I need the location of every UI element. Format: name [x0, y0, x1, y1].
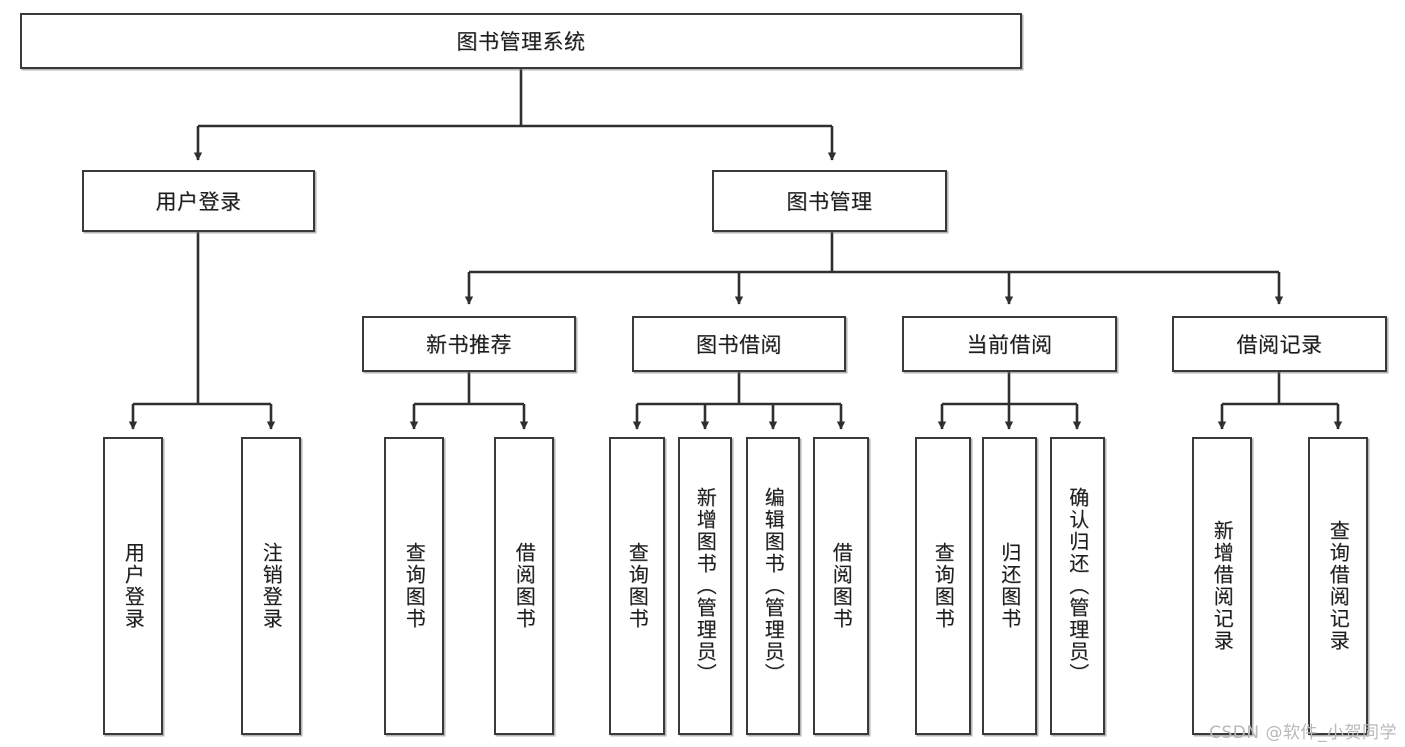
- node-book-borrow[interactable]: 图书借阅: [632, 316, 846, 372]
- leaf-current-borrow-return-book[interactable]: 归还图书: [982, 437, 1037, 735]
- node-label: 查询图书: [402, 542, 427, 630]
- node-new-book-recommend[interactable]: 新书推荐: [362, 316, 576, 372]
- node-label: 用户登录: [121, 542, 146, 630]
- node-label: 用户登录: [155, 190, 242, 214]
- leaf-user-login-logout[interactable]: 注销登录: [241, 437, 301, 735]
- node-label: 查询借阅记录: [1326, 520, 1351, 652]
- leaf-borrow-record-add-record[interactable]: 新增借阅记录: [1192, 437, 1252, 735]
- leaf-borrow-record-query-record[interactable]: 查询借阅记录: [1308, 437, 1368, 735]
- node-label: 编辑图书（管理员）: [761, 487, 786, 685]
- node-label: 借阅图书: [829, 542, 854, 630]
- leaf-current-borrow-confirm-return-admin[interactable]: 确认归还（管理员）: [1050, 437, 1105, 735]
- leaf-book-borrow-edit-book-admin[interactable]: 编辑图书（管理员）: [746, 437, 800, 735]
- node-label: 图书管理系统: [456, 30, 586, 54]
- node-label: 借阅记录: [1236, 333, 1323, 357]
- node-root-book-management-system[interactable]: 图书管理系统: [20, 13, 1022, 69]
- node-current-borrow[interactable]: 当前借阅: [902, 316, 1117, 372]
- leaf-new-book-query-book[interactable]: 查询图书: [384, 437, 444, 735]
- leaf-book-borrow-borrow-book[interactable]: 借阅图书: [813, 437, 869, 735]
- node-label: 图书借阅: [696, 333, 782, 357]
- leaf-new-book-borrow-book[interactable]: 借阅图书: [494, 437, 554, 735]
- node-label: 新书推荐: [426, 333, 512, 357]
- leaf-user-login-login[interactable]: 用户登录: [103, 437, 163, 735]
- node-book-management[interactable]: 图书管理: [712, 170, 947, 232]
- node-label: 归还图书: [997, 542, 1022, 630]
- node-borrow-record[interactable]: 借阅记录: [1172, 316, 1387, 372]
- node-label: 图书管理: [786, 190, 873, 214]
- node-label: 借阅图书: [512, 542, 537, 630]
- node-label: 确认归还（管理员）: [1065, 487, 1090, 685]
- leaf-current-borrow-query-book[interactable]: 查询图书: [915, 437, 971, 735]
- node-label: 新增图书（管理员）: [693, 487, 718, 685]
- leaf-book-borrow-add-book-admin[interactable]: 新增图书（管理员）: [678, 437, 732, 735]
- node-label: 当前借阅: [966, 333, 1053, 357]
- node-label: 查询图书: [625, 542, 650, 630]
- leaf-book-borrow-query-book[interactable]: 查询图书: [609, 437, 665, 735]
- node-label: 注销登录: [259, 542, 284, 630]
- csdn-watermark: CSDN @软件_小贺同学: [1209, 723, 1397, 743]
- node-label: 查询图书: [931, 542, 956, 630]
- node-label: 新增借阅记录: [1210, 520, 1235, 652]
- node-user-login[interactable]: 用户登录: [82, 170, 315, 232]
